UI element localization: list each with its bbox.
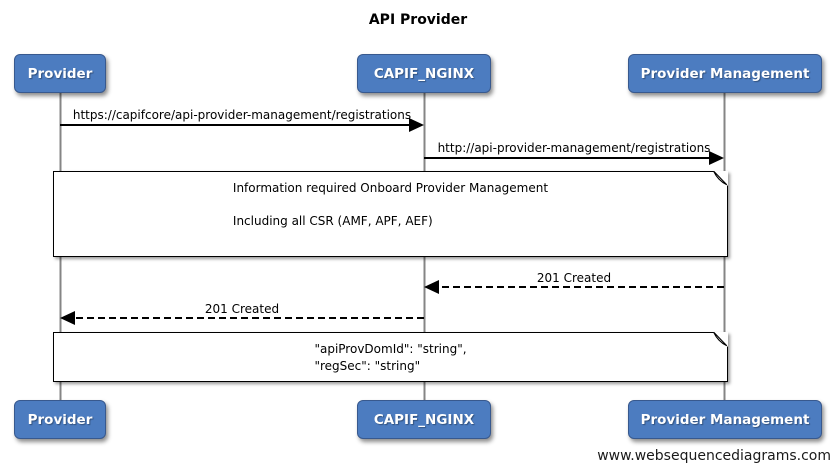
note-onboard-info: Information required Onboard Provider Ma… <box>53 171 728 257</box>
arrowhead-right-2 <box>709 151 724 165</box>
actor-provider-top: Provider <box>14 54 106 93</box>
arrowhead-left-4 <box>60 311 75 325</box>
note-line: Information required Onboard Provider Ma… <box>232 181 549 195</box>
message-arrow-1 <box>60 118 424 132</box>
arrowhead-left-3 <box>424 280 439 294</box>
actor-label: CAPIF_NGINX <box>373 65 475 82</box>
actor-capif-nginx-bottom: CAPIF_NGINX <box>357 400 491 439</box>
message-arrow-3 <box>424 280 724 294</box>
note-response-body: "apiProvDomId": "string", "regSec": "str… <box>53 332 728 382</box>
message-arrow-2 <box>424 151 724 165</box>
actor-label: Provider Management <box>640 65 810 82</box>
note-fold-corner-icon <box>713 332 728 347</box>
actor-provider-bottom: Provider <box>14 400 106 439</box>
actor-label: CAPIF_NGINX <box>373 411 475 428</box>
actor-label: Provider <box>27 65 93 82</box>
actor-capif-nginx-top: CAPIF_NGINX <box>357 54 491 93</box>
arrowhead-right-1 <box>409 118 424 132</box>
diagram-title: API Provider <box>368 12 468 28</box>
message-arrow-4 <box>60 311 424 325</box>
message-label-4: 201 Created <box>204 302 280 316</box>
actor-label: Provider Management <box>640 411 810 428</box>
actor-provider-management-top: Provider Management <box>628 54 822 93</box>
websequencediagrams-watermark: www.websequencediagrams.com <box>597 448 831 464</box>
note-line: Including all CSR (AMF, APF, AEF) <box>232 214 433 228</box>
message-label-1: https://capifcore/api-provider-managemen… <box>72 108 412 122</box>
note-line: "regSec": "string" <box>314 359 421 373</box>
message-label-2: http://api-provider-management/registrat… <box>437 141 711 155</box>
actor-provider-management-bottom: Provider Management <box>628 400 822 439</box>
message-label-3: 201 Created <box>536 271 612 285</box>
actor-label: Provider <box>27 411 93 428</box>
note-line: "apiProvDomId": "string", <box>314 342 467 356</box>
note-fold-corner-icon <box>713 171 728 186</box>
